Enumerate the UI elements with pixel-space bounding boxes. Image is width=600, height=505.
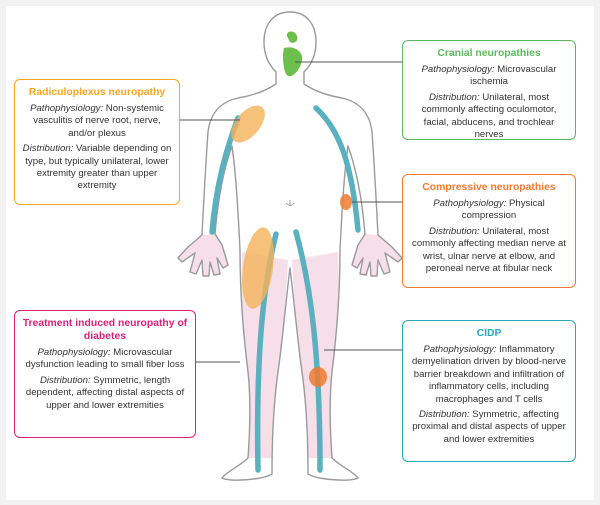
navel: [285, 200, 295, 206]
treatment-pathophysiology: Pathophysiology: Microvascular dysfuncti…: [25, 347, 185, 371]
left-hand-fill: [178, 234, 228, 276]
cidp-pathophysiology: Pathophysiology: Inflammatory demyelinat…: [411, 344, 567, 405]
compressive-elbow-lesion: [340, 194, 352, 210]
radiculoplexus-thigh-lesion: [242, 227, 274, 309]
right-arm-nerve: [313, 105, 361, 233]
cranial-neuropathies-box: Cranial neuropathies Pathophysiology: Mi…: [402, 40, 576, 140]
right-leg-nerve: [293, 229, 323, 473]
compressive-knee-lesion: [309, 367, 327, 387]
treatment-induced-neuropathy-box: Treatment induced neuropathy of diabetes…: [14, 310, 196, 438]
treatment-title: Treatment induced neuropathy of diabetes: [22, 318, 188, 342]
radiculoplexus-distribution: Distribution: Variable depending on type…: [22, 143, 172, 192]
cranial-distribution: Distribution: Unilateral, most commonly …: [421, 91, 557, 141]
compressive-neuropathies-box: Compressive neuropathies Pathophysiology…: [402, 174, 576, 288]
cidp-title: CIDP: [476, 328, 502, 339]
compressive-title: Compressive neuropathies: [422, 182, 556, 193]
cranial-pathophysiology: Pathophysiology: Microvascular ischemia: [421, 64, 557, 88]
cranial-lesion: [283, 31, 303, 77]
compressive-distribution: Distribution: Unilateral, most commonly …: [412, 225, 566, 275]
cranial-title: Cranial neuropathies: [437, 48, 541, 59]
treatment-distribution: Distribution: Symmetric, length dependen…: [25, 374, 185, 411]
compressive-pathophysiology: Pathophysiology: Physical compression: [433, 198, 545, 222]
radiculoplexus-title: Radiculoplexus neuropathy: [28, 87, 166, 98]
cidp-distribution: Distribution: Symmetric, affecting proxi…: [412, 409, 566, 445]
cidp-box: CIDP Pathophysiology: Inflammatory demye…: [402, 320, 576, 462]
right-hand-fill: [352, 234, 402, 276]
radiculoplexus-pathophysiology: Pathophysiology: Non-systemic vasculitis…: [30, 103, 164, 139]
radiculoplexus-shoulder-lesion: [231, 105, 265, 143]
radiculoplexus-neuropathy-box: Radiculoplexus neuropathy Pathophysiolog…: [14, 79, 180, 205]
